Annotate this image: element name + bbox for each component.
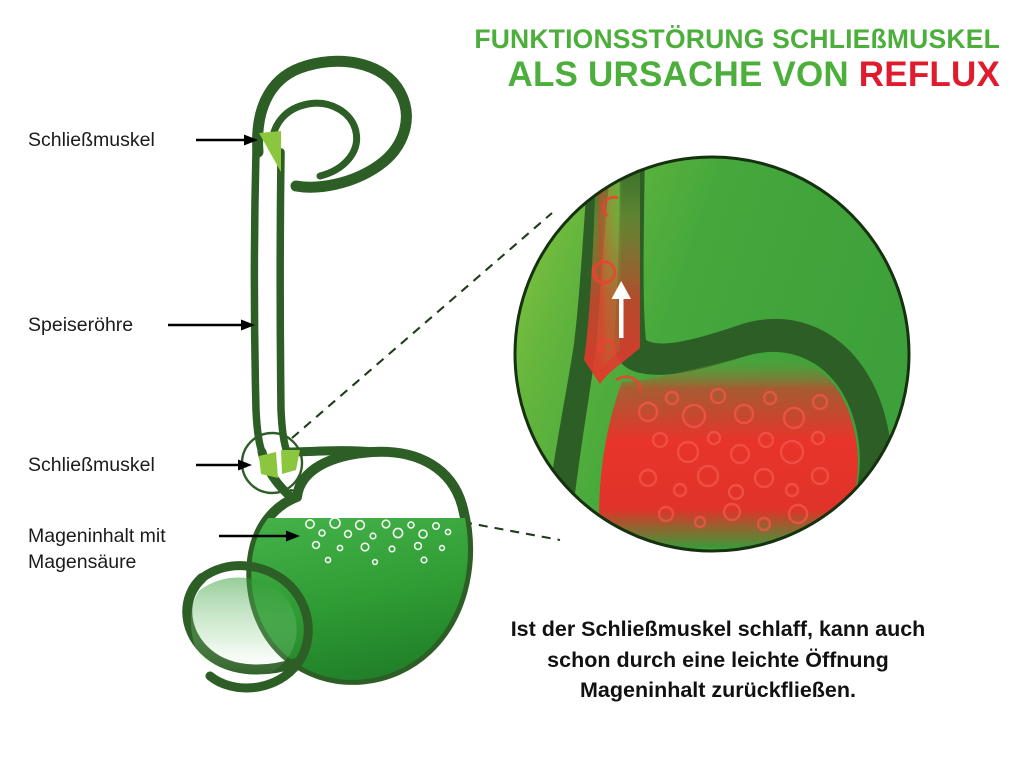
reflux-direction-arrow: [611, 281, 631, 338]
label-sphincter-upper: Schließmuskel: [28, 129, 155, 151]
magnifier-detail-view: [513, 155, 911, 553]
magnified-esophagus-right-wall: [613, 157, 892, 551]
magnified-acid-pool: [598, 353, 858, 548]
annotation-arrows: [168, 134, 300, 542]
esophagus-wall-right: [276, 148, 291, 456]
lower-sphincter-highlight-right: [281, 450, 300, 474]
esophagus-arrow: [168, 319, 255, 331]
caption-line-3: Mageninhalt zurückfließen.: [580, 678, 856, 703]
pharynx-inner-fold: [268, 99, 361, 180]
magnified-acid-bubbles: [637, 387, 830, 532]
label-stomach-contents-line-1: Mageninhalt mit: [28, 525, 166, 547]
label-stomach-contents-line-2: Magensäure: [28, 550, 137, 573]
magnified-reflux-swirls: [591, 195, 642, 393]
esophagus-wall-left: [250, 146, 266, 456]
lower-sphincter-highlight-left: [259, 452, 278, 478]
upper-sphincter-highlight: [259, 131, 281, 172]
sphincter-lower-arrow: [196, 459, 252, 471]
magnifier-border: [513, 155, 911, 553]
magnifier-connector-lines: [289, 212, 561, 542]
sphincter-upper-arrow: [196, 134, 258, 146]
caption-line-1: Ist der Schließmuskel schlaff, kann auch: [510, 617, 926, 641]
title-line-2-prefix: ALS URSACHE VON: [507, 54, 859, 94]
duodenum-fade-fill: [190, 577, 297, 680]
gastric-bubbles: [304, 517, 452, 566]
title-line-2: ALS URSACHE VON REFLUX: [474, 57, 1000, 92]
caption-text: Ist der Schließmuskel schlaff, kann auch…: [432, 614, 1004, 706]
caption-line-2: schon durch eine leichte Öffnung: [547, 647, 889, 672]
title-line-1: FUNKTIONSSTÖRUNG SCHLIEßMUSKEL: [474, 24, 1000, 54]
anatomy-esophagus-stomach: [182, 55, 473, 693]
pharynx-outline: [252, 55, 412, 193]
label-esophagus: Speiseröhre: [28, 314, 134, 336]
title-accent-reflux: REFLUX: [858, 54, 1000, 94]
label-sphincter-lower: Schließmuskel: [28, 454, 155, 476]
label-stomach-contents: Mageninhalt mit Magensäure: [28, 524, 218, 575]
stomach-contents-arrow: [219, 530, 300, 542]
duodenum-loop: [197, 561, 313, 693]
page-title: FUNKTIONSSTÖRUNG SCHLIEßMUSKEL ALS URSAC…: [474, 26, 1000, 92]
